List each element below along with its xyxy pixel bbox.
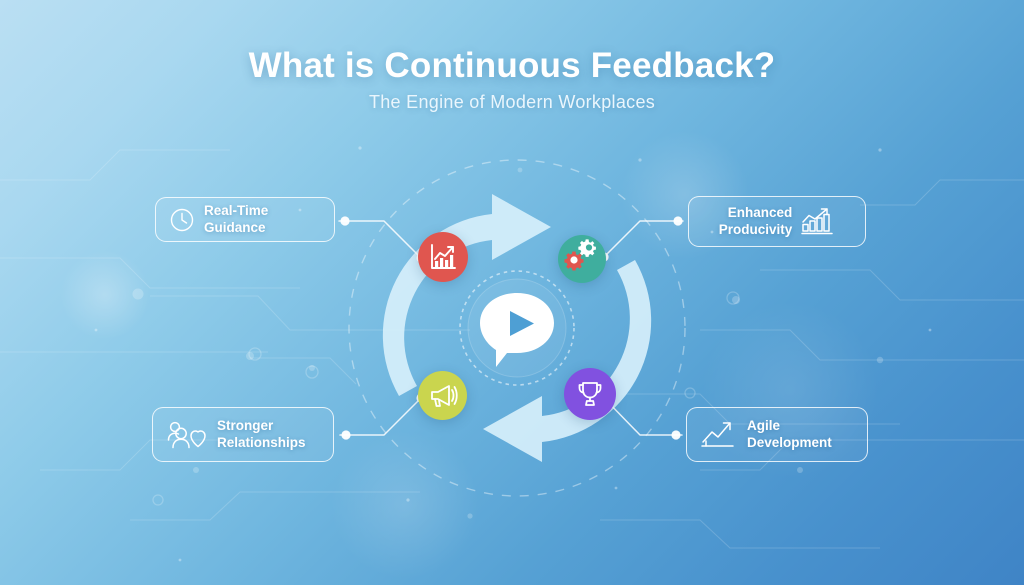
center-hub[interactable] — [466, 277, 568, 379]
bokeh-glow — [330, 430, 480, 580]
bar-chart-growth-icon — [801, 207, 834, 234]
card-real-time-guidance[interactable]: Real-Time Guidance — [155, 197, 335, 242]
bar-chart-arrow-icon — [431, 244, 456, 269]
growth-arrow-icon — [701, 421, 734, 447]
connector-stronger-relationships — [339, 397, 422, 436]
card-label: Enhanced Producivity — [718, 205, 793, 237]
page-subtitle: The Engine of Modern Workplaces — [368, 92, 656, 112]
gears-badge[interactable] — [558, 235, 606, 283]
connector-real-time-guidance — [338, 220, 422, 259]
connector-agile-development — [603, 397, 683, 436]
page-title: What is Continuous Feedback? — [248, 46, 776, 85]
card-label: Real-Time Guidance — [204, 203, 269, 235]
clock-icon — [170, 208, 194, 231]
card-label: Agile Development — [747, 418, 832, 450]
card-enhanced-producivity[interactable]: Enhanced Producivity — [688, 196, 866, 247]
connector-enhanced-producivity — [603, 220, 684, 258]
gears-icon — [564, 239, 596, 271]
card-label: Stronger Relationships — [217, 418, 306, 450]
trophy-badge[interactable] — [564, 368, 616, 420]
card-agile-development[interactable]: Agile Development — [686, 407, 868, 462]
bokeh-glow — [60, 250, 150, 340]
speech-bubble-play-icon — [480, 293, 554, 367]
megaphone-badge[interactable] — [418, 371, 467, 420]
trophy-icon — [578, 382, 602, 406]
people-heart-icon — [167, 421, 206, 448]
megaphone-icon — [430, 384, 458, 407]
growth-chart-badge[interactable] — [418, 232, 468, 282]
card-stronger-relationships[interactable]: Stronger Relationships — [152, 407, 334, 462]
